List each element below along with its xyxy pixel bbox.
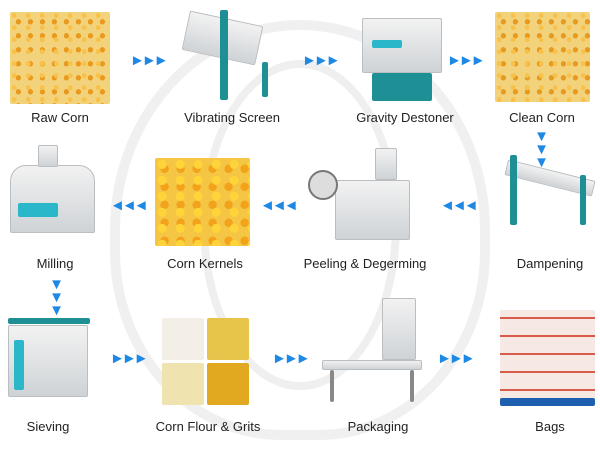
arrow-right-icon: ►►► bbox=[130, 52, 169, 69]
step-label-packaging: Packaging bbox=[347, 419, 409, 434]
watermark-logo bbox=[110, 20, 490, 440]
arrow-right-icon: ►►► bbox=[110, 350, 149, 367]
corn-kernels-image bbox=[155, 158, 250, 246]
step-label-bags: Bags bbox=[535, 419, 565, 434]
packaging-conveyor bbox=[322, 360, 422, 370]
dampening-leg bbox=[510, 155, 517, 225]
bags-image bbox=[500, 310, 595, 400]
step-label-vibrating-screen: Vibrating Screen bbox=[184, 110, 280, 125]
step-label-gravity-destoner: Gravity Destoner bbox=[356, 110, 454, 125]
vibrating-screen-leg bbox=[262, 62, 268, 97]
arrow-right-icon: ►►► bbox=[302, 52, 341, 69]
gravity-destoner-base bbox=[372, 73, 432, 101]
arrow-right-icon: ►►► bbox=[447, 52, 486, 69]
fine-flour-image bbox=[162, 363, 204, 405]
sieving-frame bbox=[8, 318, 90, 324]
step-label-milling: Milling bbox=[36, 256, 74, 271]
milling-stripe bbox=[18, 203, 58, 217]
packaging-image bbox=[382, 298, 416, 360]
bags-pallet bbox=[500, 398, 595, 406]
sieving-panel bbox=[14, 340, 24, 390]
step-label-corn-flour-grits: Corn Flour & Grits bbox=[155, 419, 261, 434]
milling-feeder bbox=[38, 145, 58, 167]
corn-grits-image bbox=[207, 318, 249, 360]
step-label-raw-corn: Raw Corn bbox=[31, 110, 89, 125]
milling-image bbox=[10, 165, 95, 233]
arrow-left-icon: ◄◄◄ bbox=[260, 197, 299, 214]
arrow-left-icon: ◄◄◄ bbox=[110, 197, 149, 214]
step-label-dampening: Dampening bbox=[516, 256, 584, 271]
packaging-leg bbox=[330, 370, 334, 402]
gravity-destoner-stripe bbox=[372, 40, 402, 48]
step-label-sieving: Sieving bbox=[26, 419, 70, 434]
arrow-right-icon: ►►► bbox=[437, 350, 476, 367]
clean-corn-image bbox=[495, 12, 590, 102]
raw-corn-image bbox=[10, 12, 110, 104]
peeling-degerming-image bbox=[335, 180, 410, 240]
peeling-degerming-motor bbox=[308, 170, 338, 200]
packaging-leg bbox=[410, 370, 414, 402]
vibrating-screen-frame bbox=[220, 10, 228, 100]
arrow-down-icon: ▼▼▼ bbox=[533, 128, 550, 167]
coarse-grits-image bbox=[207, 363, 249, 405]
arrow-left-icon: ◄◄◄ bbox=[440, 197, 479, 214]
arrow-down-icon: ▼▼▼ bbox=[48, 276, 65, 315]
step-label-clean-corn: Clean Corn bbox=[509, 110, 575, 125]
arrow-right-icon: ►►► bbox=[272, 350, 311, 367]
step-label-peeling-degerming: Peeling & Degerming bbox=[303, 256, 427, 271]
peeling-degerming-hopper bbox=[375, 148, 397, 180]
dampening-leg bbox=[580, 175, 586, 225]
corn-flour-image bbox=[162, 318, 204, 360]
step-label-corn-kernels: Corn Kernels bbox=[167, 256, 243, 271]
